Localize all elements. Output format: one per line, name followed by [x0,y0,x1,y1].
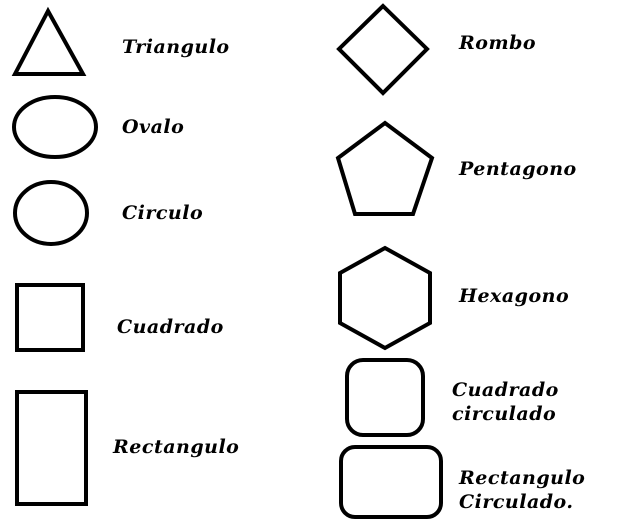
pentagon-shape [335,120,435,216]
rounded-rectangle-shape [339,445,443,519]
circle-label: Circulo [122,202,203,224]
rhombus-label: Rombo [458,32,536,54]
square-shape [15,283,85,352]
rectangle-shape [15,390,88,506]
square-label: Cuadrado [117,316,224,338]
rounded-square-shape [345,358,425,437]
rounded-square-label-line-1: Cuadrado [452,379,559,401]
rounded-square-label-line-2: circulado [452,403,556,425]
circle-shape [13,180,89,246]
triangle-label: Triangulo [122,36,230,58]
rounded-rectangle-label-line-1: Rectangulo [458,467,585,489]
hexagon-shape [338,245,432,351]
rectangle-label: Rectangulo [112,436,239,458]
pentagon-label: Pentagono [458,158,577,180]
oval-label: Ovalo [122,116,184,138]
oval-shape [12,95,98,159]
hexagon-label: Hexagono [458,285,569,307]
rounded-rectangle-label-line-2: Circulado. [459,491,574,513]
triangle-shape [11,6,87,76]
rhombus-shape [336,3,430,96]
